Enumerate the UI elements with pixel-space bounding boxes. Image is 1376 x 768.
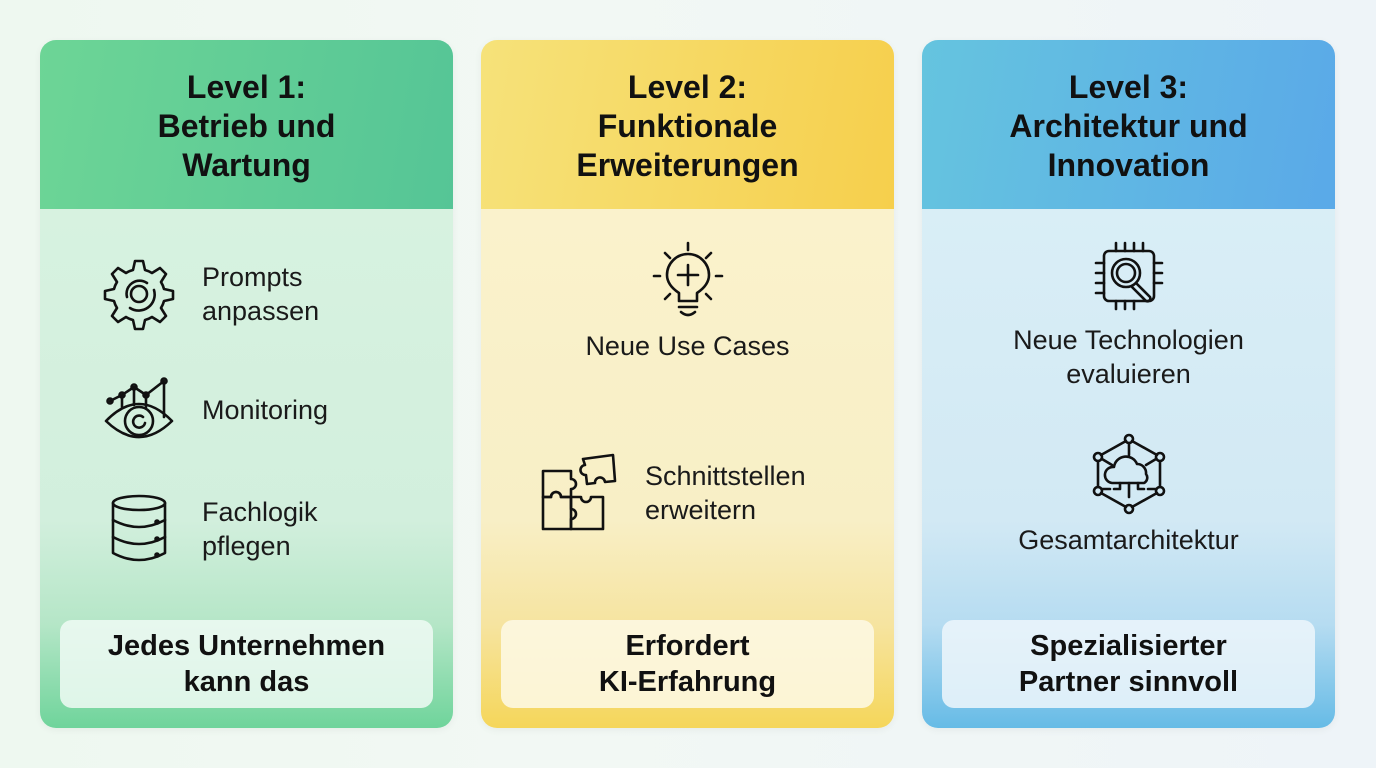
item-label: Prompts anpassen [202, 262, 320, 326]
level-2-title: Level 2: Funktionale Erweiterungen [481, 40, 894, 209]
level-1-title: Level 1: Betrieb und Wartung [40, 40, 453, 209]
level-1-footer: Jedes Unternehmen kann das [60, 620, 433, 708]
item-label: Fachlogik pflegen [202, 497, 318, 561]
item-label: Neue Use Cases [585, 331, 790, 361]
level-2-body: Neue Use Cases Schnittstellen erweitern … [481, 209, 894, 728]
item-label: Schnittstellen erweitern [645, 461, 806, 525]
level-2-footer: Erfordert KI-Erfahrung [501, 620, 874, 708]
eye-chart-icon [102, 377, 176, 443]
level-1-body: Prompts anpassen Monitoring [40, 209, 453, 728]
level-3-footer: Spezialisierter Partner sinnvoll [942, 620, 1315, 708]
item-neue-technologien-evaluieren: Neue Technologien evaluieren [922, 241, 1335, 391]
level-1-card: Level 1: Betrieb und Wartung Prompts anp… [40, 40, 453, 728]
lightbulb-plus-icon [651, 241, 725, 321]
level-3-body: Neue Technologien evaluieren Gesamtarchi… [922, 209, 1335, 728]
level-3-title: Level 3: Architektur und Innovation [922, 40, 1335, 209]
item-schnittstellen-erweitern: Schnittstellen erweitern [541, 453, 806, 533]
gear-icon [102, 257, 176, 331]
puzzle-icon [541, 453, 621, 533]
item-label: Monitoring [202, 395, 329, 425]
database-icon [110, 493, 168, 565]
item-label: Gesamtarchitektur [1018, 525, 1239, 555]
item-neue-use-cases: Neue Use Cases [481, 241, 894, 363]
item-label: Neue Technologien evaluieren [1013, 325, 1244, 389]
item-gesamtarchitektur: Gesamtarchitektur [922, 433, 1335, 557]
item-fachlogik-pflegen: Fachlogik pflegen [110, 493, 318, 565]
cloud-network-icon [1092, 433, 1166, 515]
item-monitoring: Monitoring [102, 377, 328, 443]
item-prompts-anpassen: Prompts anpassen [102, 257, 319, 331]
level-2-card: Level 2: Funktionale Erweiterungen Neue … [481, 40, 894, 728]
level-3-card: Level 3: Architektur und Innovation Neue… [922, 40, 1335, 728]
chip-search-icon [1092, 241, 1166, 315]
